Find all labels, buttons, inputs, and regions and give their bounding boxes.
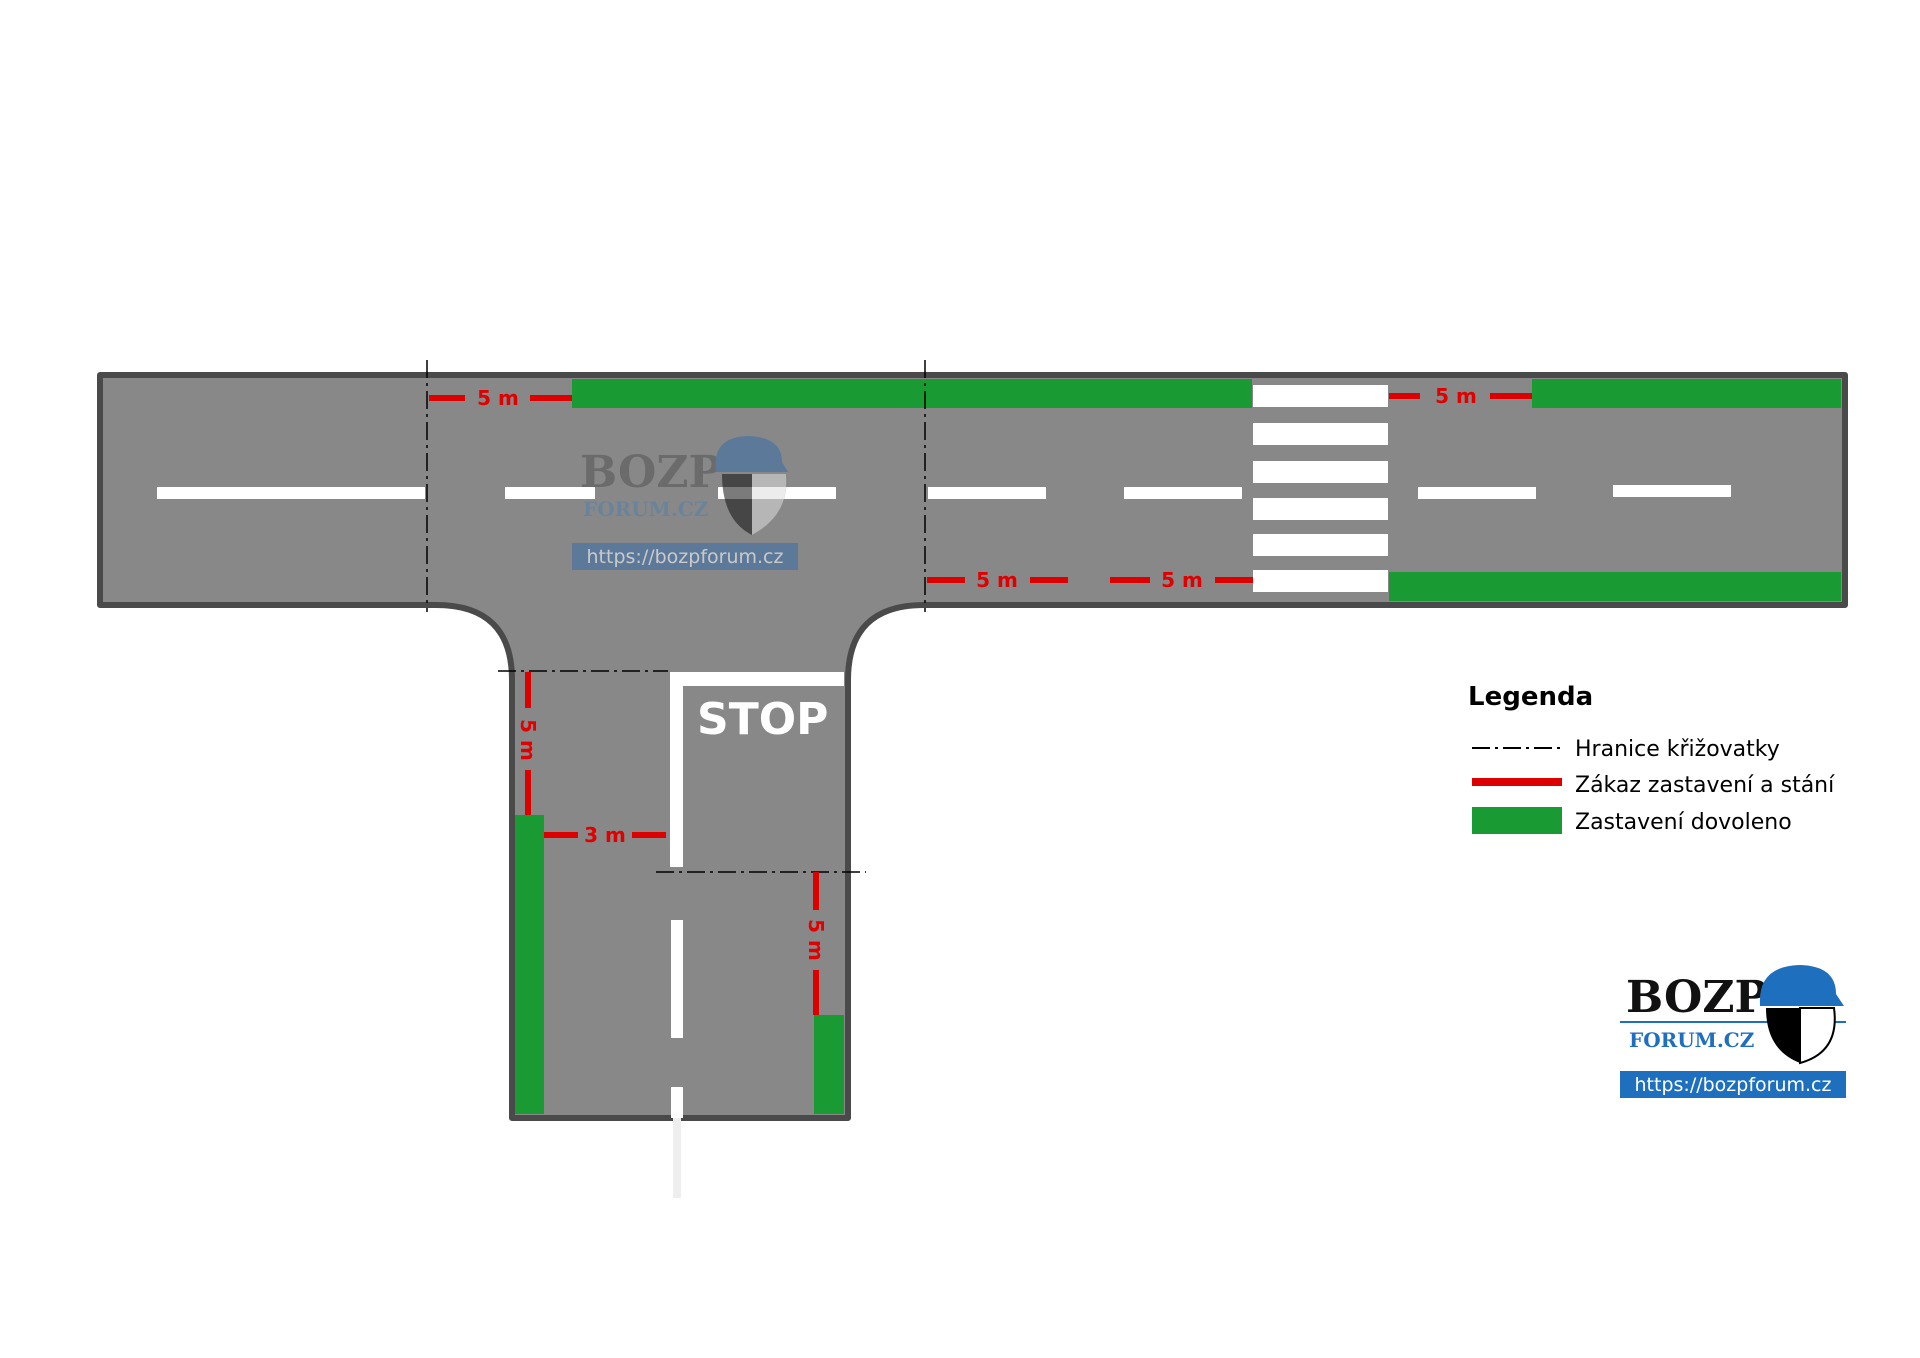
dimension-label-side-left-horizontal: 3 m	[584, 823, 626, 847]
dimension-label-side-left-vertical: 5 m	[516, 719, 540, 761]
logo-url: https://bozpforum.cz	[1635, 1074, 1832, 1096]
lane-dash	[928, 487, 1046, 499]
stop-line	[670, 672, 844, 686]
bozpforum-logo: BOZP FORUM.CZ https://bozpforum.cz	[1620, 965, 1846, 1098]
legend-label-stopping-allowed: Zastavení dovoleno	[1575, 810, 1792, 835]
watermark-logo: BOZP FORUM.CZ https://bozpforum.cz	[572, 436, 798, 570]
legend-label-boundary: Hranice křižovatky	[1575, 737, 1780, 762]
lane-divider-solid	[670, 672, 683, 867]
parking-allowed-zone-side-left	[515, 815, 544, 1114]
lane-dash	[1418, 487, 1536, 499]
lane-dash-vertical	[671, 920, 683, 1038]
parking-allowed-zone-top-right	[1532, 379, 1841, 408]
lane-dash	[157, 487, 425, 499]
svg-text:https://bozpforum.cz: https://bozpforum.cz	[587, 546, 784, 568]
legend-swatch-no-stopping	[1472, 778, 1562, 786]
intersection-boundary	[426, 360, 926, 873]
svg-text:BOZP: BOZP	[580, 447, 722, 498]
legend-title: Legenda	[1468, 682, 1593, 712]
helmet-head-icon	[715, 436, 788, 535]
svg-text:BOZP: BOZP	[1626, 972, 1768, 1023]
svg-text:FORUM.CZ: FORUM.CZ	[583, 497, 708, 521]
lane-dash-vertical-faded	[673, 1118, 681, 1198]
lane-dash	[1124, 487, 1242, 499]
stop-label: STOP	[697, 694, 828, 745]
lane-dash	[505, 487, 595, 499]
svg-text:FORUM.CZ: FORUM.CZ	[1629, 1028, 1754, 1052]
legend-label-no-stopping: Zákaz zastavení a stání	[1575, 773, 1835, 798]
lane-dash	[1613, 485, 1731, 497]
dimension-label-main-bottom-right: 5 m	[1161, 568, 1203, 592]
no-stopping-lines	[429, 393, 1532, 1015]
pedestrian-crossing	[1253, 385, 1388, 592]
dimension-label-main-top-left: 5 m	[477, 386, 519, 410]
lane-dash-vertical	[671, 1087, 683, 1118]
helmet-head-icon	[1759, 965, 1844, 1065]
parking-allowed-zone-top	[572, 379, 1252, 408]
dimension-label-main-bottom-left: 5 m	[976, 568, 1018, 592]
legend: Legenda Hranice křižovatky Zákaz zastave…	[1468, 682, 1835, 835]
parking-allowed-zone-bottom-right	[1389, 572, 1841, 601]
parking-allowed-zone-side-right	[814, 1015, 844, 1114]
legend-swatch-stopping-allowed	[1472, 807, 1562, 834]
dimension-label-main-top-right: 5 m	[1435, 384, 1477, 408]
dimension-label-side-right-vertical: 5 m	[804, 919, 828, 961]
